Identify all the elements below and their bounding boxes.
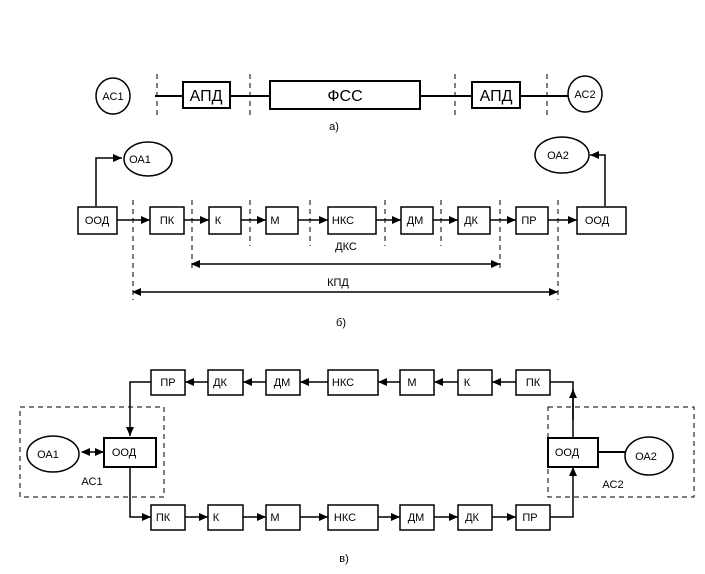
top-m-box — [399, 369, 435, 396]
caption-v: в) — [339, 553, 349, 565]
apd1-box — [182, 81, 231, 109]
k-label: К — [215, 215, 222, 227]
bottom-m-label: М — [270, 512, 279, 524]
oa2-label: ОА2 — [547, 150, 569, 162]
bottom-pk-label: ПК — [156, 512, 171, 524]
as1-region — [19, 406, 165, 498]
oa1-ellipse — [123, 141, 173, 177]
right-ood-label: ООД — [555, 447, 580, 459]
as1-label: АС1 — [102, 91, 123, 103]
pr-box — [515, 206, 549, 235]
top-pr-label: ПР — [160, 377, 175, 389]
left-as1-label: АС1 — [81, 476, 102, 488]
bottom-m-box — [265, 504, 301, 531]
left-ood-box — [103, 437, 157, 468]
ood2-box — [576, 206, 627, 235]
dks-label: ДКС — [335, 241, 357, 253]
pr-label: ПР — [521, 215, 536, 227]
top-pk-label: ПК — [526, 377, 541, 389]
pk-box — [149, 206, 185, 235]
top-dm-label: ДМ — [274, 377, 291, 389]
ood2-label: ООД — [585, 215, 610, 227]
caption-b: б) — [336, 317, 346, 329]
part-v: ПР ДК ДМ НКС М К ПК ПК К М НКС ДМ ДК ПР … — [19, 369, 695, 565]
bottom-nks-box — [327, 504, 379, 531]
bottom-nks-label: НКС — [334, 512, 356, 524]
bottom-dm-box — [399, 504, 435, 531]
top-k-label: К — [464, 377, 471, 389]
part-a: АС1 АПД ФСС АПД АС2 а) — [95, 74, 603, 133]
fss-box — [269, 80, 421, 110]
right-oa2-ellipse — [624, 436, 674, 476]
top-nks-label: НКС — [332, 377, 354, 389]
right-oa2-label: ОА2 — [635, 451, 657, 463]
m-box — [265, 206, 299, 235]
dm-label: ДМ — [407, 215, 424, 227]
bottom-dm-label: ДМ — [408, 512, 425, 524]
dk-label: ДК — [464, 215, 478, 227]
part-b: ОА1 ОА2 ООД ПК К М НКС ДМ — [77, 136, 627, 329]
bottom-pk-box — [150, 504, 186, 531]
apd2-label: АПД — [480, 88, 513, 105]
as2-label: АС2 — [574, 89, 595, 101]
dm-box — [400, 206, 434, 235]
top-k-box — [457, 369, 493, 396]
oa1-label: ОА1 — [129, 154, 151, 166]
left-ood-label: ООД — [112, 447, 137, 459]
nks-box — [327, 206, 377, 235]
ood1-label: ООД — [85, 215, 110, 227]
bottom-k-label: К — [213, 512, 220, 524]
pk-label: ПК — [160, 215, 175, 227]
apd1-label: АПД — [190, 88, 223, 105]
bottom-pr-label: ПР — [522, 512, 537, 524]
top-m-label: М — [407, 377, 416, 389]
top-pr-box — [150, 369, 186, 396]
as1-circle — [95, 77, 131, 115]
k-box — [208, 206, 242, 235]
top-dm-box — [265, 369, 301, 396]
as2-circle — [567, 75, 603, 113]
left-oa1-label: ОА1 — [37, 449, 59, 461]
top-nks-box — [327, 369, 379, 396]
bottom-k-box — [207, 504, 244, 531]
kpd-label: КПД — [327, 277, 349, 289]
apd2-box — [471, 81, 521, 109]
right-ood-box — [547, 437, 599, 468]
left-oa1-ellipse — [26, 435, 80, 473]
dk-box — [457, 206, 491, 235]
bottom-dk-label: ДК — [465, 512, 479, 524]
m-label: М — [270, 215, 279, 227]
caption-a: а) — [329, 121, 339, 133]
top-dk-box — [207, 369, 244, 396]
fss-label: ФСС — [327, 88, 362, 105]
bottom-pr-box — [515, 504, 551, 531]
top-pk-box — [515, 369, 551, 396]
nks-label: НКС — [332, 215, 354, 227]
oa2-ellipse — [534, 136, 590, 174]
top-dk-label: ДК — [213, 377, 227, 389]
right-as2-label: АС2 — [602, 479, 623, 491]
ood1-box — [77, 206, 118, 235]
bottom-dk-box — [457, 504, 493, 531]
